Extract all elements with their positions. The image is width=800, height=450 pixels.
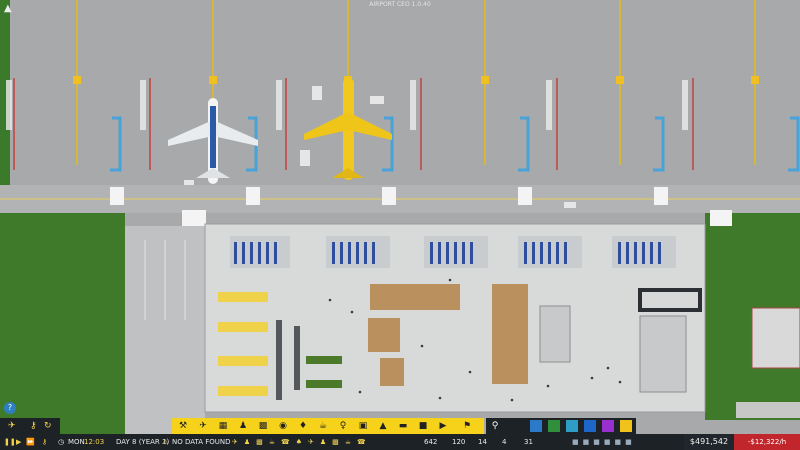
tool-left-panel xyxy=(0,418,60,434)
curb-road[interactable] xyxy=(276,320,300,400)
no-data-label: NO DATA FOUND xyxy=(172,438,231,446)
seat-icon[interactable]: ▣ xyxy=(358,421,368,431)
person-icon[interactable]: ♟ xyxy=(238,421,248,431)
road-icon[interactable]: ▬ xyxy=(398,421,408,431)
luggage-icon[interactable]: ▩ xyxy=(258,421,268,431)
balance[interactable]: $491,542 xyxy=(684,434,734,450)
search-icon[interactable]: ⚲ xyxy=(491,421,499,431)
overlay-icon-strip: ■■■■■■ xyxy=(572,438,636,446)
shield-icon[interactable]: ♦ xyxy=(298,421,308,431)
airport-tool-icon[interactable]: ✈ xyxy=(8,421,16,431)
key-icon[interactable]: ⚷ xyxy=(30,421,37,431)
clock-icon: ◷ xyxy=(58,438,65,446)
overlay-health[interactable] xyxy=(548,420,560,432)
baggage-belt[interactable] xyxy=(638,288,702,312)
security-area[interactable] xyxy=(539,305,687,393)
passenger-count: 642 xyxy=(424,438,438,446)
fast-forward-icon[interactable]: ⏩ xyxy=(26,438,35,446)
ticket-icon[interactable]: ■ xyxy=(418,421,428,431)
notification-bell-icon[interactable]: ▲ xyxy=(4,3,12,14)
service-vehicles[interactable] xyxy=(184,86,576,208)
day-year: DAY 8 (YEAR 1) xyxy=(116,438,170,446)
gate-icon[interactable]: ▦ xyxy=(218,421,228,431)
sign-icon[interactable]: ▶ xyxy=(439,421,447,431)
vehicle-count: 31 xyxy=(524,438,533,446)
hud-top-row: ✈ ⚷ ↻ xyxy=(0,418,800,434)
camera-icon[interactable]: ◉ xyxy=(279,421,287,431)
info-icon[interactable]: ? xyxy=(4,402,16,414)
hourly-rate[interactable]: -$12,322/h xyxy=(734,434,800,450)
pause-icon[interactable]: ❚❚ xyxy=(4,438,16,446)
wrench-icon[interactable]: ⚒ xyxy=(178,421,188,431)
aircraft-yellow[interactable] xyxy=(304,78,392,180)
food-icon[interactable]: ☕ xyxy=(318,421,328,431)
plane-icon[interactable]: ✈ xyxy=(199,421,207,431)
play-icon[interactable]: ▶ xyxy=(16,438,22,446)
food-court[interactable] xyxy=(368,284,528,386)
flight-count: 4 xyxy=(502,438,507,446)
overlay-water[interactable] xyxy=(584,420,596,432)
overlay-toolbar: ⚲ xyxy=(486,418,636,434)
game-time: 12:03 xyxy=(84,438,105,446)
hud-icon-strip: ✈♟▩☕☎♠✈♟▩☕☎ xyxy=(232,438,372,446)
wc-icon[interactable]: ♀ xyxy=(339,421,347,431)
maintenance-building[interactable] xyxy=(751,307,800,369)
overlay-zones[interactable] xyxy=(602,420,614,432)
warning-icon: ⚠ xyxy=(162,438,169,446)
plane-count: 14 xyxy=(478,438,487,446)
build-toolbar xyxy=(172,418,484,434)
camera-rotate-icon[interactable]: ↻ xyxy=(44,421,52,431)
overlay-cleaning[interactable] xyxy=(620,420,632,432)
crosswalks xyxy=(110,187,732,226)
build-toolbar-icons: ⚒ ✈ ▦ ♟ ▩ ◉ ♦ ☕ ♀ ▣ ▲ ▬ ■ ▶ ⚑ xyxy=(172,418,484,434)
apron[interactable] xyxy=(0,0,800,210)
tree-icon[interactable]: ▲ xyxy=(379,421,387,431)
aircraft-white-blue[interactable] xyxy=(168,98,258,184)
hud-bottom-bar: ❚❚ ▶ ⏩ ⚷ ◷ MON 12:03 DAY 8 (YEAR 1) ⚠ NO… xyxy=(0,434,800,450)
overlay-security[interactable] xyxy=(530,420,542,432)
flag-icon[interactable]: ⚑ xyxy=(462,421,472,431)
overlay-power[interactable] xyxy=(566,420,578,432)
key-icon[interactable]: ⚷ xyxy=(42,438,48,446)
day-name: MON xyxy=(68,438,85,446)
grass-left xyxy=(0,210,125,440)
stand-boundaries xyxy=(13,78,694,170)
version-caption: AIRPORT CEO 1.0.40 xyxy=(369,1,431,8)
passengers xyxy=(328,278,622,402)
staff-count: 120 xyxy=(452,438,466,446)
